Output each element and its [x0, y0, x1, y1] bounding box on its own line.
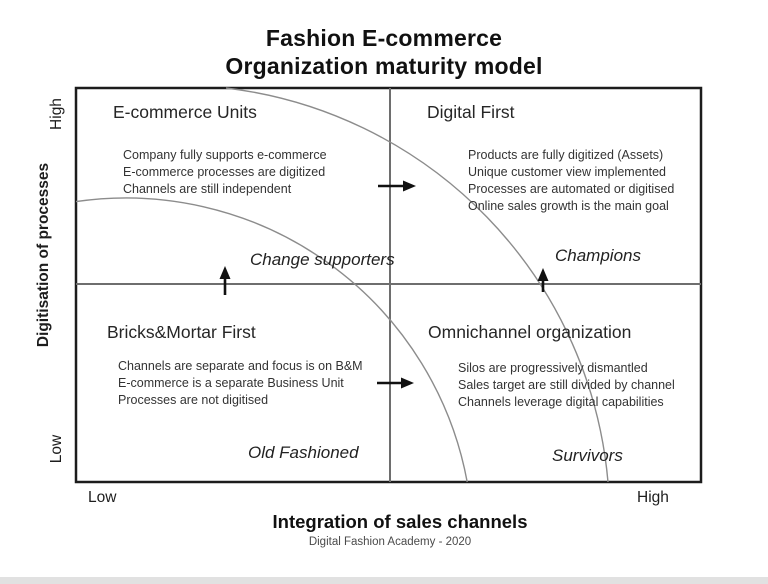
desc-line: Channels are separate and focus is on B&… — [118, 359, 363, 373]
bottom-page-edge — [0, 577, 768, 584]
desc-line: Silos are progressively dismantled — [458, 361, 648, 375]
arrow-up-right-icon — [537, 268, 549, 292]
zone-label-survivors: Survivors — [552, 446, 623, 465]
zone-label-old-fashioned: Old Fashioned — [248, 443, 359, 462]
arrow-right-bottom-icon — [377, 377, 414, 389]
desc-line: Channels are still independent — [123, 182, 292, 196]
page-title: Fashion E-commerce Organization maturity… — [0, 24, 768, 80]
quadrant-heading-bricks-mortar-first: Bricks&Mortar First — [107, 322, 256, 342]
desc-line: Unique customer view implemented — [468, 165, 667, 179]
quadrant-heading-ecommerce-units: E-commerce Units — [113, 102, 257, 122]
x-axis-title: Integration of sales channels — [272, 511, 528, 532]
arrow-up-left-icon — [219, 266, 231, 295]
quadrant-heading-omnichannel-organization: Omnichannel organization — [428, 322, 632, 342]
quadrant-heading-digital-first: Digital First — [427, 102, 515, 122]
desc-line: E-commerce is a separate Business Unit — [118, 376, 344, 390]
quadrant-desc-omnichannel-organization: Silos are progressively dismantled Sales… — [458, 360, 675, 411]
quadrant-desc-ecommerce-units: Company fully supports e-commerce E-comm… — [123, 147, 327, 198]
footer-credit: Digital Fashion Academy - 2020 — [308, 536, 472, 548]
maturity-arc-outer — [225, 87, 609, 483]
desc-line: Online sales growth is the main goal — [468, 199, 669, 213]
page-title-line1: Fashion E-commerce — [265, 25, 503, 51]
y-axis-low-label: Low — [48, 434, 65, 464]
x-axis-low-label: Low — [88, 489, 117, 506]
desc-line: Processes are automated or digitised — [468, 182, 675, 196]
y-axis-high-label: High — [48, 98, 65, 130]
x-axis-high-label: High — [637, 489, 669, 506]
desc-line: Processes are not digitised — [118, 393, 269, 407]
desc-line: E-commerce processes are digitized — [123, 165, 326, 179]
desc-line: Channels leverage digital capabilities — [458, 395, 664, 409]
arrow-right-top-icon — [378, 180, 416, 192]
page-title-line2: Organization maturity model — [225, 53, 543, 79]
quadrant-desc-digital-first: Products are fully digitized (Assets) Un… — [468, 147, 674, 215]
desc-line: Company fully supports e-commerce — [123, 148, 327, 162]
maturity-arc-inner — [75, 197, 468, 483]
zone-label-change-supporters: Change supporters — [250, 250, 395, 269]
y-axis-title: Digitisation of processes — [35, 162, 52, 348]
desc-line: Products are fully digitized (Assets) — [468, 148, 664, 162]
desc-line: Sales target are still divided by channe… — [458, 378, 675, 392]
quadrant-desc-bricks-mortar-first: Channels are separate and focus is on B&… — [118, 358, 363, 409]
zone-label-champions: Champions — [555, 246, 641, 265]
